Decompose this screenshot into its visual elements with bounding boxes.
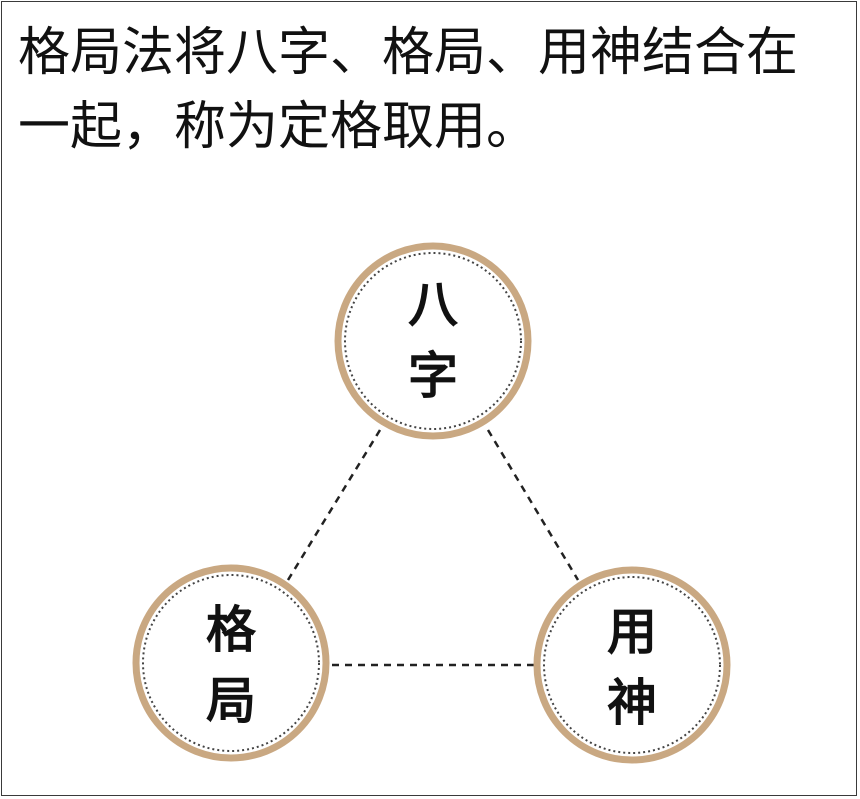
node-bazi-dotted-ring	[344, 252, 522, 430]
node-bazi-label-bottom: 字	[408, 347, 458, 405]
node-bazi-label-top: 八	[408, 276, 459, 334]
node-yongshen-ring	[533, 566, 731, 764]
node-yongshen-label-bottom: 神	[607, 674, 657, 732]
node-yongshen: 用 神	[533, 566, 731, 764]
node-bazi-ring	[334, 242, 532, 440]
node-geju-label-bottom: 局	[206, 672, 256, 730]
node-geju-ring	[132, 564, 330, 762]
connector-bazi-yongshen	[486, 429, 580, 581]
node-geju-dotted-ring	[142, 574, 320, 752]
node-yongshen-label-top: 用	[607, 603, 657, 661]
caption-text: 格局法将八字、格局、用神结合在一起，称为定格取用。	[18, 23, 799, 157]
node-bazi: 八 字	[334, 242, 532, 440]
node-geju: 格 局	[132, 564, 330, 762]
node-geju-label-top: 格	[206, 601, 257, 659]
node-yongshen-dotted-ring	[543, 576, 721, 754]
connector-bazi-geju	[286, 429, 382, 581]
